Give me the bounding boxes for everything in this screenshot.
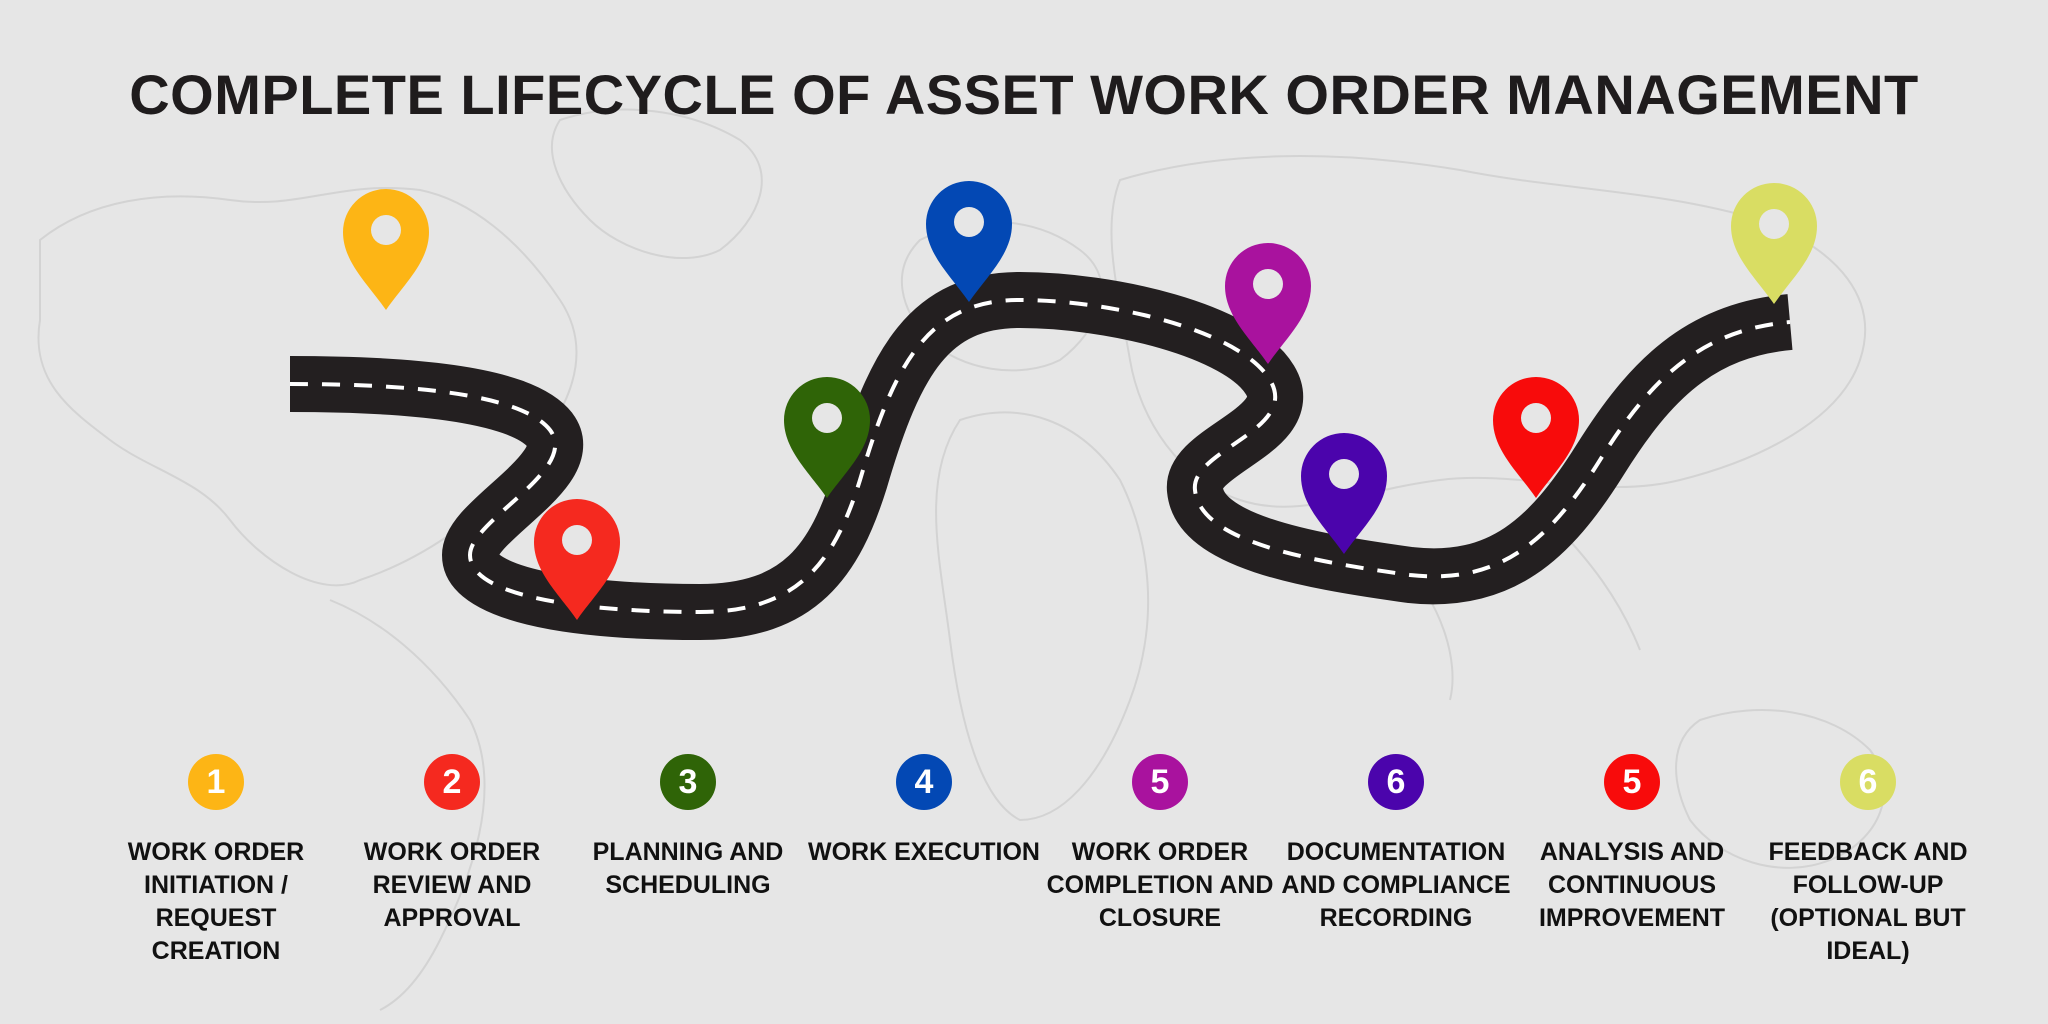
location-pin-icon-3: [784, 377, 870, 498]
step-label: WORK EXECUTION: [808, 838, 1040, 866]
step-5: 5 WORK ORDER COMPLETION AND CLOSURE: [1040, 754, 1280, 935]
step-label: PLANNING AND SCHEDULING: [592, 838, 784, 899]
step-number-badge: 4: [896, 754, 952, 810]
step-label: WORK ORDER INITIATION / REQUEST CREATION: [127, 838, 305, 965]
page-title: COMPLETE LIFECYCLE OF ASSET WORK ORDER M…: [129, 63, 1919, 126]
step-number-badge: 5: [1604, 754, 1660, 810]
step-label: ANALYSIS AND CONTINUOUS IMPROVEMENT: [1538, 838, 1726, 932]
step-number-badge: 1: [188, 754, 244, 810]
location-pin-icon-5: [1225, 243, 1311, 364]
step-label: DOCUMENTATION AND COMPLIANCE RECORDING: [1281, 838, 1511, 932]
step-4: 4 WORK EXECUTION: [804, 754, 1044, 869]
step-number-badge: 3: [660, 754, 716, 810]
location-pin-icon-4: [926, 181, 1012, 302]
step-3: 3 PLANNING AND SCHEDULING: [568, 754, 808, 902]
step-6: 6 DOCUMENTATION AND COMPLIANCE RECORDING: [1276, 754, 1516, 935]
step-number-badge: 6: [1368, 754, 1424, 810]
road-lane-marking: [289, 297, 1791, 615]
step-label: WORK ORDER REVIEW AND APPROVAL: [363, 838, 541, 932]
step-2: 2 WORK ORDER REVIEW AND APPROVAL: [332, 754, 572, 935]
step-number-badge: 2: [424, 754, 480, 810]
step-8: 6 FEEDBACK AND FOLLOW-UP (OPTIONAL BUT I…: [1748, 754, 1988, 968]
location-pin-icon-7: [1493, 377, 1579, 498]
step-7: 5 ANALYSIS AND CONTINUOUS IMPROVEMENT: [1512, 754, 1752, 935]
step-1: 1 WORK ORDER INITIATION / REQUEST CREATI…: [96, 754, 336, 968]
location-pin-icon-6: [1301, 433, 1387, 554]
step-label: FEEDBACK AND FOLLOW-UP (OPTIONAL BUT IDE…: [1768, 838, 1968, 965]
step-number-badge: 5: [1132, 754, 1188, 810]
step-number-badge: 6: [1840, 754, 1896, 810]
location-pin-icon-2: [534, 499, 620, 620]
location-pin-icon-8: [1731, 183, 1817, 304]
step-label: WORK ORDER COMPLETION AND CLOSURE: [1046, 838, 1274, 932]
location-pin-icon-1: [343, 189, 429, 310]
